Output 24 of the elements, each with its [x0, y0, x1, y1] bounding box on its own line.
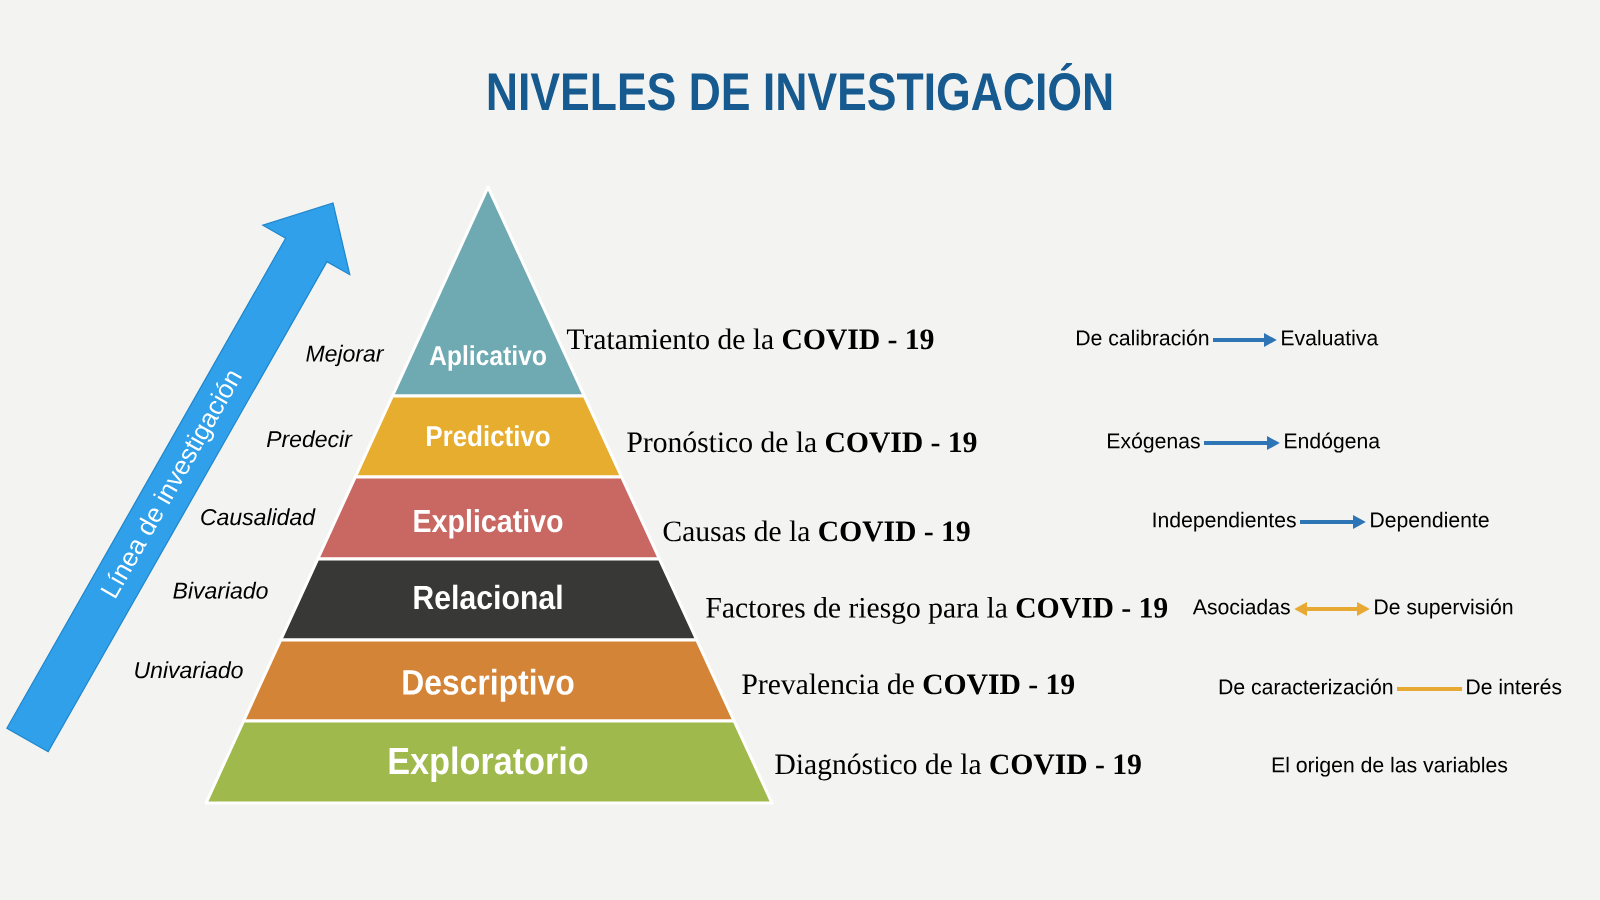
description-text: Prevalencia de COVID - 19 [742, 673, 1075, 695]
variable-label: Independientes [1153, 511, 1296, 532]
pyramid-level: Exploratorio [204, 719, 774, 805]
side-label: Causalidad [201, 508, 316, 526]
side-label: Univariado [135, 661, 243, 679]
variable-label: Evaluativa [1282, 329, 1379, 346]
note-text: El origen de las variables [1272, 756, 1508, 777]
variable-label: De supervisión [1375, 598, 1513, 619]
description-text: Diagnóstico de la COVID - 19 [775, 753, 1141, 781]
variable-label: De calibración [1077, 329, 1209, 346]
description-text: Causas de la COVID - 19 [663, 520, 970, 542]
connector-line [1397, 687, 1462, 691]
variable-label: Exógenas [1108, 432, 1200, 453]
variable-label: De caracterización [1219, 678, 1393, 695]
side-label: Predecir [266, 430, 353, 448]
description-text: Factores de riesgo para la COVID - 19 [706, 596, 1168, 624]
description-text: Pronóstico de la COVID - 19 [627, 431, 977, 453]
title: NIVELES DE INVESTIGACIÓN [488, 63, 1112, 111]
pyramid-level: Descriptivo [242, 638, 736, 723]
variable-label: De interés [1467, 678, 1562, 695]
variable-label: Asociadas [1192, 598, 1290, 615]
variable-label: Dependiente [1371, 511, 1489, 532]
side-label: Bivariado [173, 581, 268, 599]
variable-label: Endógena [1285, 432, 1381, 453]
